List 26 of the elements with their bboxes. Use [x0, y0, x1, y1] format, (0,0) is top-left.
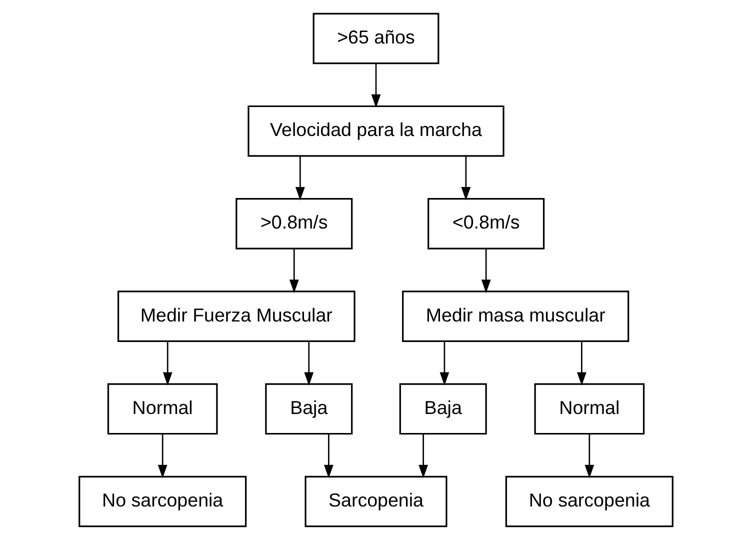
node-box: Medir masa muscular [402, 290, 629, 342]
node-box: No sarcopenia [504, 476, 673, 528]
node-box: Normal [534, 383, 644, 435]
arrow [439, 342, 449, 386]
node-box: Sarcopenia [304, 476, 447, 528]
node-box: >65 años [312, 12, 439, 64]
arrow [584, 434, 594, 478]
arrow [576, 342, 586, 386]
arrow [323, 434, 333, 478]
arrow [304, 342, 314, 386]
arrow [480, 249, 490, 294]
arrow [157, 434, 167, 478]
arrow [370, 64, 380, 108]
node-box: >0.8m/s [235, 198, 352, 250]
node-box: Baja [264, 383, 352, 435]
node-box: Normal [106, 383, 218, 435]
node-box: No sarcopenia [78, 476, 246, 528]
arrow [294, 156, 304, 200]
node-box: Baja [398, 383, 486, 435]
arrow [418, 434, 428, 478]
node-box: <0.8m/s [427, 198, 544, 250]
arrow [162, 342, 172, 386]
node-box: Medir Fuerza Muscular [117, 290, 355, 342]
arrow [460, 156, 470, 200]
arrow [288, 249, 298, 294]
node-box: Velocidad para la marcha [247, 105, 504, 157]
